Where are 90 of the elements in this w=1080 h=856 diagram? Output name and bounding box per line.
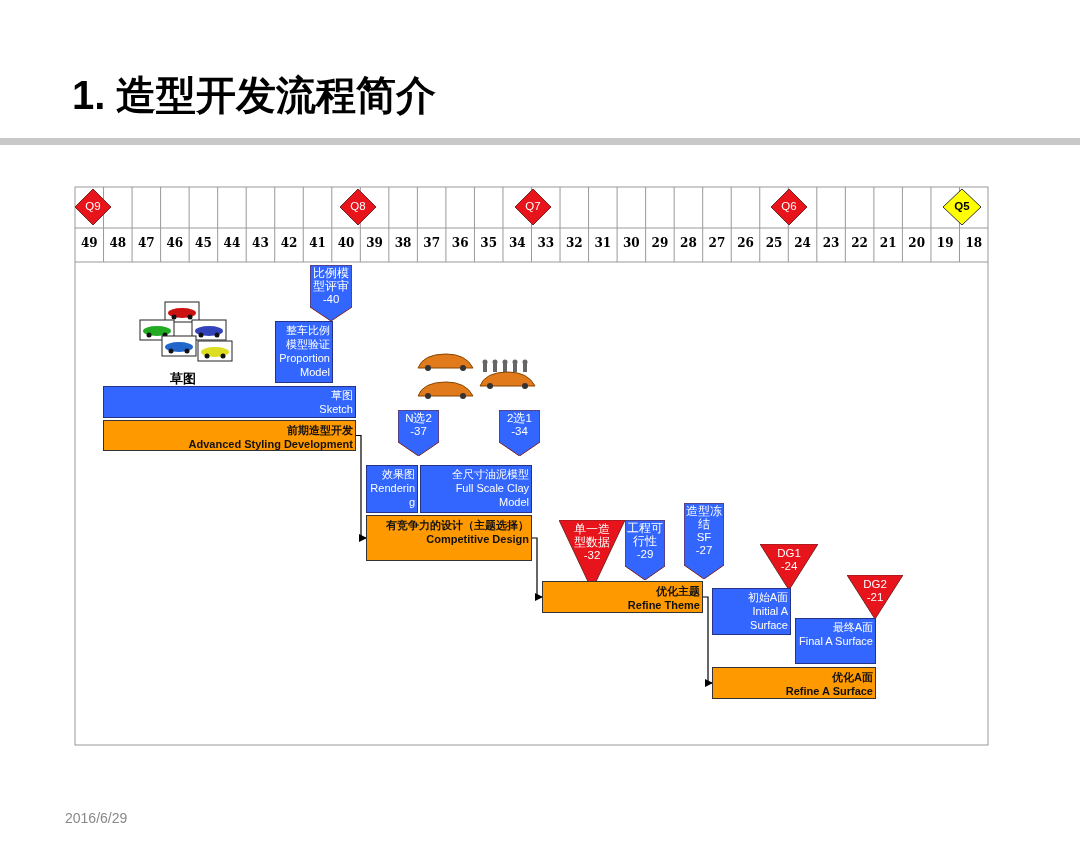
- node-text: Advanced Styling Development: [187, 437, 353, 451]
- week-number: 38: [393, 236, 413, 250]
- task-bar: [795, 618, 876, 664]
- node-text: -37: [409, 425, 428, 438]
- node-heading: 效果图: [381, 467, 415, 481]
- week-number: 36: [450, 236, 470, 250]
- quarter-label: Q6: [780, 200, 798, 213]
- node-text: -29: [635, 548, 655, 561]
- week-number: 22: [850, 236, 869, 250]
- week-number: 23: [821, 236, 841, 250]
- week-number: 49: [79, 236, 99, 250]
- node-heading: 2选1: [506, 412, 533, 425]
- node-text: Full Scale Clay Model: [454, 481, 529, 509]
- date-text: 2016/6/29: [65, 810, 128, 826]
- quarter-label: Q8: [349, 200, 367, 213]
- week-number: 20: [907, 236, 926, 250]
- week-number: 39: [365, 236, 384, 250]
- task-bar: [103, 386, 356, 418]
- task-bar: [275, 321, 333, 383]
- week-number: 26: [736, 236, 755, 250]
- week-number: 43: [251, 236, 270, 250]
- node-heading: 草图: [330, 388, 353, 402]
- task-bar: [420, 465, 532, 513]
- node-heading: N选2: [404, 412, 433, 425]
- connector-arrow: [531, 537, 543, 601]
- node-text: Refine Theme: [626, 598, 700, 612]
- node-text: -32: [582, 549, 602, 562]
- node-text: SF: [695, 531, 713, 544]
- node-heading: 最终A面: [831, 620, 873, 634]
- week-number: 33: [536, 236, 556, 250]
- week-number: 41: [308, 236, 327, 250]
- node-text: Rendering: [369, 481, 415, 509]
- week-number: 45: [194, 236, 213, 250]
- week-number: 48: [108, 236, 128, 250]
- page-title: 1. 造型开发流程简介: [72, 72, 437, 119]
- node-heading: 有竞争力的设计（主题选择）: [385, 518, 529, 532]
- week-number: 30: [622, 236, 641, 250]
- node-heading: 造型冻结: [685, 505, 723, 531]
- week-number: 46: [165, 236, 185, 250]
- quarter-label: Q9: [84, 200, 102, 213]
- week-number: 27: [707, 236, 727, 250]
- week-number: 25: [764, 236, 784, 250]
- week-number: 18: [964, 236, 984, 250]
- node-text: Initial A Surface: [749, 604, 788, 632]
- week-number: 47: [136, 236, 156, 250]
- week-number: 37: [422, 236, 441, 250]
- phase-bar: [366, 515, 532, 561]
- node-heading: 优化主题: [655, 584, 700, 598]
- week-number: 34: [507, 236, 527, 250]
- week-number: 40: [336, 236, 356, 250]
- node-text: Proportion Model: [278, 351, 330, 379]
- node-heading: 初始A面: [746, 590, 788, 604]
- quarter-label: Q7: [524, 200, 542, 213]
- phase-bar: [712, 667, 876, 699]
- phase-bar: [103, 420, 356, 451]
- node-heading: DG1: [776, 547, 802, 560]
- week-number: 31: [593, 236, 613, 250]
- task-bar: [712, 588, 791, 635]
- node-text: -34: [510, 425, 529, 438]
- picture-caption: 草图: [170, 370, 196, 388]
- node-heading: 整车比例模型验证: [285, 323, 330, 351]
- node-text: Refine A Surface: [784, 684, 873, 698]
- node-heading: 全尺寸油泥模型: [451, 467, 529, 481]
- node-heading: 比例模型评审: [312, 267, 350, 293]
- node-text: Final A Surface: [798, 634, 873, 648]
- week-number: 19: [935, 236, 955, 250]
- node-text: Sketch: [318, 402, 353, 416]
- quarter-label: Q5: [953, 200, 971, 213]
- week-number: 21: [878, 236, 898, 250]
- node-text: -21: [865, 591, 885, 604]
- task-bar: [366, 465, 418, 513]
- week-number: 32: [564, 236, 584, 250]
- week-number: 28: [679, 236, 698, 250]
- node-heading: DG2: [862, 578, 888, 591]
- node-text: -27: [694, 544, 714, 557]
- node-text: -40: [321, 293, 341, 306]
- connector-arrow: [702, 596, 713, 687]
- week-number: 42: [279, 236, 299, 250]
- node-heading: 优化A面: [831, 670, 873, 684]
- week-number: 35: [479, 236, 499, 250]
- node-text: -24: [779, 560, 799, 573]
- node-heading: 单一造型数据: [573, 523, 611, 549]
- week-number: 29: [650, 236, 670, 250]
- connector-arrow: [355, 434, 367, 542]
- node-heading: 前期造型开发: [286, 423, 353, 437]
- week-number: 44: [222, 236, 242, 250]
- phase-bar: [542, 581, 703, 613]
- node-text: Competitive Design: [425, 532, 529, 546]
- week-number: 24: [793, 236, 812, 250]
- node-heading: 工程可行性: [626, 522, 664, 548]
